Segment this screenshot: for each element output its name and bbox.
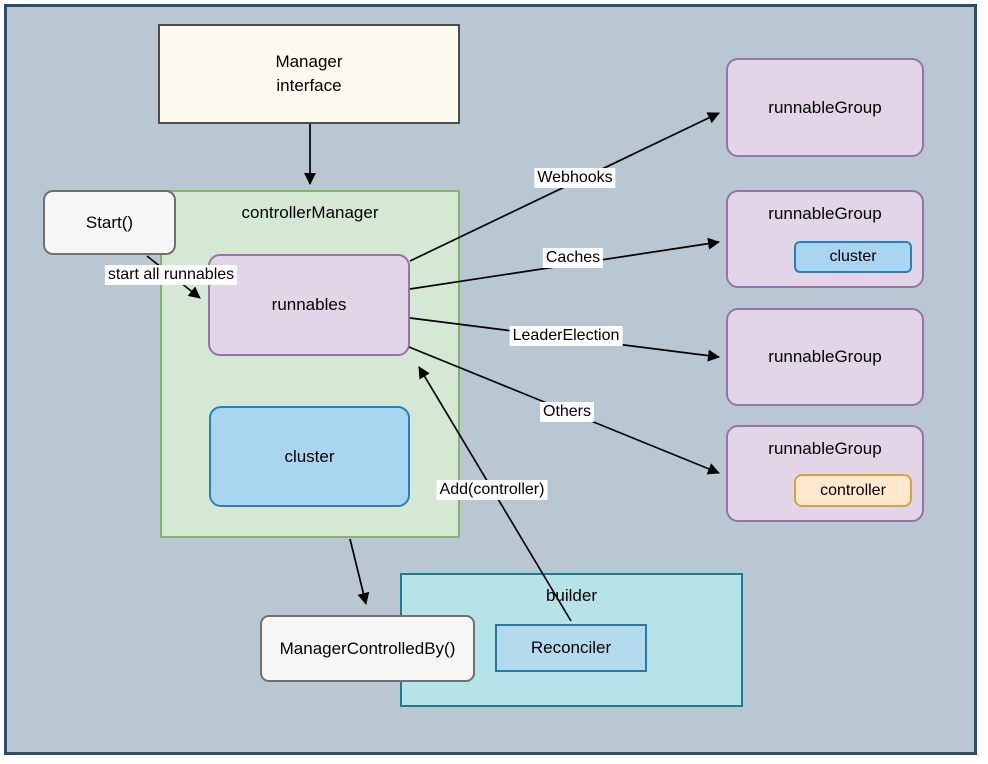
edge-label-start-all-runnables: start all runnables [104, 265, 238, 285]
node-runnable-group-1: runnableGroup [726, 58, 924, 157]
node-cluster: cluster [209, 406, 410, 507]
node-runnable-group-2: runnableGroup cluster [726, 190, 924, 288]
edge-label-others: Others [539, 402, 595, 422]
start-label: Start() [85, 212, 134, 232]
manager-interface-label-line1: Manager [275, 52, 343, 71]
node-manager-controlled-by: ManagerControlledBy() [260, 615, 475, 682]
edge-label-add-controller: Add(controller) [436, 480, 548, 500]
runnable-group-2-label: runnableGroup [768, 204, 882, 223]
cluster-label: cluster [284, 446, 335, 466]
runnable-group-2-cluster-label: cluster [829, 248, 877, 265]
runnables-label: runnables [271, 295, 347, 314]
node-runnable-group-3: runnableGroup [726, 308, 924, 406]
node-start: Start() [43, 190, 176, 255]
node-reconciler: Reconciler [495, 624, 647, 672]
runnable-group-3-label: runnableGroup [768, 347, 882, 366]
runnable-group-1-label: runnableGroup [768, 97, 882, 117]
edge-label-leader-election: LeaderElection [509, 326, 623, 346]
node-runnable-group-4-controller: controller [794, 474, 912, 507]
controller-manager-title: controllerManager [241, 203, 379, 222]
node-runnable-group-2-cluster: cluster [794, 241, 912, 273]
node-runnables: runnables [208, 254, 410, 356]
reconciler-label: Reconciler [530, 638, 612, 657]
builder-title: builder [545, 586, 598, 605]
runnable-group-4-controller-label: controller [820, 481, 886, 499]
edge-label-caches: Caches [542, 248, 604, 268]
edge-label-webhooks: Webhooks [534, 168, 616, 188]
node-manager-interface: Manager interface [158, 24, 460, 124]
manager-controlled-by-label: ManagerControlledBy() [279, 638, 456, 658]
runnable-group-4-label: runnableGroup [768, 439, 882, 458]
manager-interface-label-line2: interface [276, 76, 342, 95]
node-runnable-group-4: runnableGroup controller [726, 425, 924, 522]
